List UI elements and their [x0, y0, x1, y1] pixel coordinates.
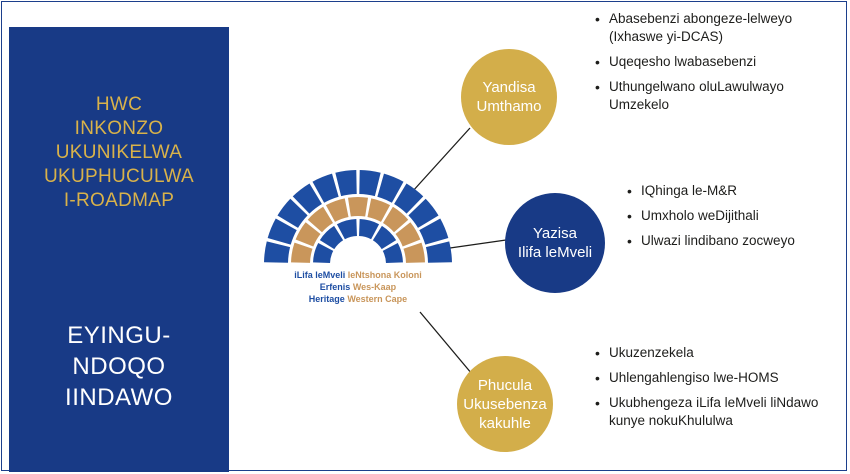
subtitle-line: EYINGU-: [67, 322, 171, 349]
bullet-item: Uqeqesho lwabasebenzi: [595, 53, 835, 71]
bullet-item: Ukuzenzekela: [595, 344, 845, 362]
title-line: INKONZO: [74, 118, 164, 139]
arch-segment: [312, 173, 339, 203]
connector-line: [419, 311, 473, 375]
arch-segment: [292, 183, 322, 214]
arch-segment: [372, 225, 397, 250]
connector-line: [411, 127, 471, 193]
connector-line: [449, 239, 507, 249]
arch-segment: [367, 198, 391, 222]
arch-segment: [264, 241, 291, 263]
panel-subtitle: EYINGU- NDOQO IINDAWO: [9, 320, 229, 413]
logo-text: Western Cape: [347, 294, 408, 304]
title-line: HWC: [95, 94, 143, 115]
bullet-list-promote: IQhinga le-M&R Umxholo weDijithali Ulwaz…: [627, 182, 837, 257]
arch-segment: [295, 222, 321, 247]
arch-segment: [425, 241, 452, 263]
bullet-item: Umxholo weDijithali: [627, 207, 837, 225]
title-line: UKUPHUCULWA: [43, 166, 195, 187]
node-improve-efficiency: Phucula Ukusebenza kakuhle: [457, 356, 553, 452]
arch-segment: [347, 197, 369, 217]
arch-segment: [394, 183, 424, 214]
arch-segment: [403, 242, 425, 263]
arch-segment: [419, 218, 449, 245]
node-label: Yazisa: [533, 225, 577, 242]
logo-text: iLifa leMveli: [294, 270, 346, 280]
logo-text-line: iLifa leMveli leNtshona Koloni: [258, 270, 458, 281]
title-line: I-ROADMAP: [63, 190, 175, 211]
bullet-item: Uhlengahlengiso lwe-HOMS: [595, 369, 845, 387]
arch-segment: [408, 198, 439, 228]
node-label: Yandisa: [482, 79, 536, 96]
logo-text: Heritage: [308, 294, 345, 304]
title-line: UKUNIKELWA: [55, 142, 183, 163]
bullet-item: Ukubhengeza iLifa leMveli liNdawo kunye …: [595, 394, 845, 430]
arch-segment: [395, 222, 421, 247]
bullet-item: Abasebenzi abongeze-lelweyo (Ixhaswe yi-…: [595, 10, 835, 46]
subtitle-line: IINDAWO: [65, 384, 173, 411]
logo-text: Wes-Kaap: [352, 282, 397, 292]
bullet-item: Uthungelwano oluLawulwayo Umzekelo: [595, 78, 835, 114]
node-increase-capacity: Yandisa Umthamo: [461, 49, 557, 145]
node-label: Ukusebenza: [463, 395, 547, 413]
arch-segment: [377, 173, 404, 203]
arch-segment: [359, 219, 380, 240]
arch-segment: [319, 225, 344, 250]
logo-text-line: Heritage Western Cape: [258, 294, 458, 305]
panel-title: HWC INKONZO UKUNIKELWA UKUPHUCULWA I-ROA…: [9, 93, 229, 213]
arch-segment: [359, 170, 381, 197]
node-label: kakuhle: [479, 414, 531, 432]
arch-segment: [291, 242, 313, 263]
subtitle-line: NDOQO: [72, 353, 166, 380]
bullet-item: IQhinga le-M&R: [627, 182, 837, 200]
arch-segment: [267, 218, 297, 245]
node-label: Umthamo: [476, 98, 542, 115]
arch-segment: [382, 242, 403, 263]
arch-segment: [383, 206, 409, 233]
logo-text: leNtshona Koloni: [347, 270, 422, 280]
arch-segment: [307, 206, 333, 233]
bullet-list-efficiency: Ukuzenzekela Uhlengahlengiso lwe-HOMS Uk…: [595, 344, 845, 437]
bullet-list-capacity: Abasebenzi abongeze-lelweyo (Ixhaswe yi-…: [595, 10, 835, 121]
node-label: Ilifa leMveli: [517, 244, 593, 261]
logo-text: Erfenis: [319, 282, 351, 292]
arch-segment: [313, 242, 334, 263]
heritage-arch-logo: [264, 170, 452, 263]
bullet-item: Ulwazi lindibano zocweyo: [627, 232, 837, 250]
node-promote-heritage: Yazisa Ilifa leMveli: [505, 193, 605, 293]
logo-text-line: Erfenis Wes-Kaap: [258, 282, 458, 293]
arch-segment: [336, 219, 357, 240]
node-label: Phucula: [477, 376, 533, 394]
arch-segment: [277, 198, 308, 228]
arch-segment: [325, 198, 349, 222]
left-panel: HWC INKONZO UKUNIKELWA UKUPHUCULWA I-ROA…: [9, 27, 229, 472]
arch-segment: [335, 170, 357, 197]
